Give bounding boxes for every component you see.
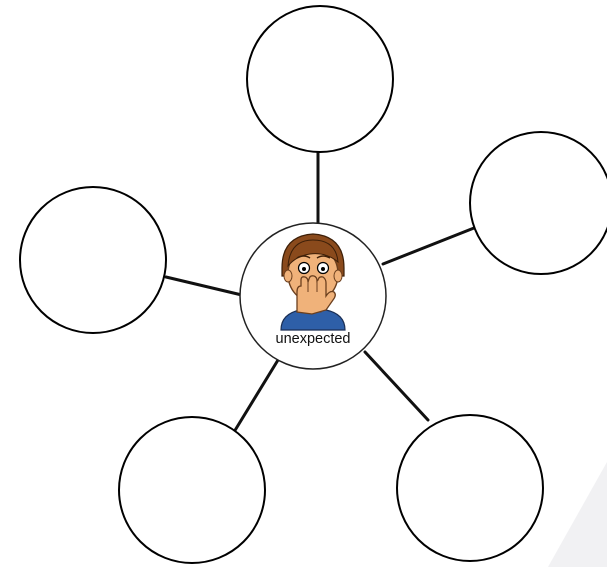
surprised-person-icon <box>280 233 346 331</box>
outer-node-left[interactable] <box>19 186 167 334</box>
outer-node-top[interactable] <box>246 5 394 153</box>
connector-bottom-right <box>363 350 430 422</box>
outer-node-right[interactable] <box>469 131 607 275</box>
connector-bottom-left <box>232 358 280 434</box>
background-shade <box>548 462 607 567</box>
outer-node-bottom-left[interactable] <box>118 416 266 564</box>
connector-left <box>164 275 248 298</box>
outer-node-bottom-right[interactable] <box>396 414 544 562</box>
center-label: unexpected <box>276 331 351 347</box>
connector-right <box>381 226 476 266</box>
